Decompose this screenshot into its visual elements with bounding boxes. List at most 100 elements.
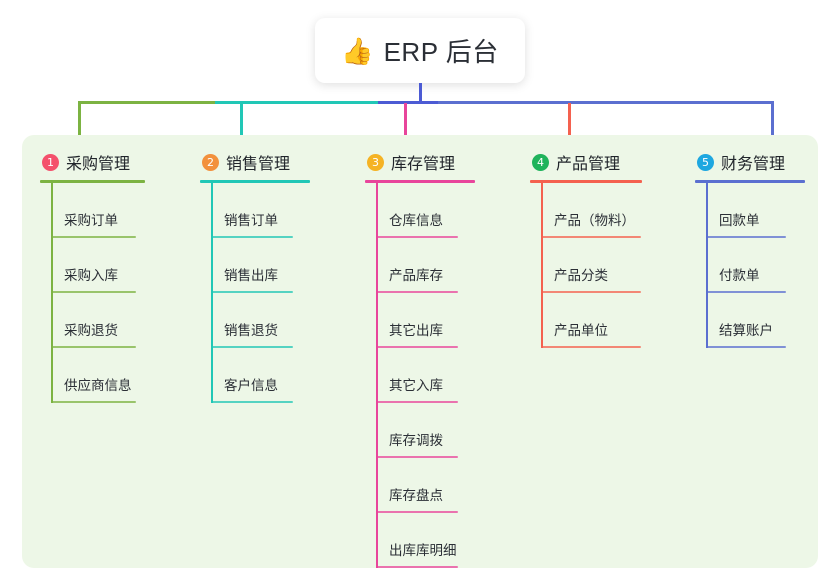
leaf-item-rule: [211, 346, 293, 348]
leaf-item-rule: [541, 236, 641, 238]
leaf-item[interactable]: 库存盘点: [365, 458, 475, 513]
leaf-item-label: 库存盘点: [389, 488, 443, 503]
leaf-item-label: 其它出库: [389, 323, 443, 338]
leaf-item[interactable]: 销售退货: [200, 293, 310, 348]
branch-column-4[interactable]: 4 产品管理产品（物料） 产品分类产品单位: [530, 148, 642, 348]
bus-segment-4: [438, 101, 774, 104]
branch-header-rule: [365, 180, 475, 183]
branch-header-rule: [695, 180, 805, 183]
branch-drop-1: [78, 103, 81, 143]
branch-badge-2: 2: [202, 153, 219, 171]
branch-title-4: 产品管理: [556, 156, 621, 173]
branch-title-3: 库存管理: [391, 156, 456, 173]
thumbs-up-icon: 👍: [341, 35, 374, 66]
leaf-item-label: 产品单位: [554, 323, 608, 338]
branch-badge-1: 1: [42, 153, 59, 171]
branch-spine: [376, 183, 378, 568]
leaf-item[interactable]: 产品（物料）: [530, 183, 642, 238]
leaf-item[interactable]: 供应商信息: [40, 348, 145, 403]
leaf-item-rule: [706, 291, 786, 293]
leaf-item-rule: [51, 401, 136, 403]
leaf-item-label: 仓库信息: [389, 213, 443, 228]
leaf-item-label: 出库库明细: [389, 543, 457, 558]
leaf-item-rule: [706, 346, 786, 348]
leaf-item-label: 销售订单: [224, 213, 278, 228]
leaf-item-rule: [541, 291, 641, 293]
leaf-item[interactable]: 其它入库: [365, 348, 475, 403]
leaf-item[interactable]: 产品分类: [530, 238, 642, 293]
leaf-item[interactable]: 结算账户: [695, 293, 805, 348]
branch-header-1[interactable]: 1 采购管理: [40, 148, 145, 176]
branch-title-2: 销售管理: [226, 156, 291, 173]
leaf-item-label: 采购退货: [64, 323, 118, 338]
branch-column-2[interactable]: 2 销售管理销售订单销售出库销售退货客户信息: [200, 148, 310, 403]
branch-header-rule: [530, 180, 642, 183]
root-node-card[interactable]: 👍 ERP 后台: [315, 18, 525, 83]
branch-header-4[interactable]: 4 产品管理: [530, 148, 642, 176]
leaf-item[interactable]: 其它出库: [365, 293, 475, 348]
branch-header-rule: [40, 180, 145, 183]
leaf-item[interactable]: 出库库明细: [365, 513, 475, 568]
branch-spine: [51, 183, 53, 403]
leaf-item-rule: [376, 291, 458, 293]
leaf-item-label: 采购入库: [64, 268, 118, 283]
branch-header-3[interactable]: 3 库存管理: [365, 148, 475, 176]
leaf-item-rule: [376, 346, 458, 348]
leaf-item-label: 付款单: [719, 268, 760, 283]
branch-spine: [706, 183, 708, 348]
leaf-item[interactable]: 采购入库: [40, 238, 145, 293]
leaf-item[interactable]: 库存调拨: [365, 403, 475, 458]
root-connector-line: [419, 83, 422, 103]
branch-item-list: 销售订单销售出库销售退货客户信息: [200, 183, 310, 403]
branch-spine: [541, 183, 543, 348]
branch-item-list: 采购订单采购入库采购退货供应商信息: [40, 183, 145, 403]
leaf-item-rule: [376, 456, 458, 458]
leaf-item[interactable]: 产品库存: [365, 238, 475, 293]
branch-item-list: 回款单付款单结算账户: [695, 183, 805, 348]
branch-badge-3: 3: [367, 153, 384, 171]
leaf-item[interactable]: 销售订单: [200, 183, 310, 238]
branch-badge-5: 5: [697, 153, 714, 171]
leaf-item[interactable]: 产品单位: [530, 293, 642, 348]
branch-drop-5: [771, 103, 774, 143]
leaf-item-label: 产品（物料）: [554, 213, 635, 228]
leaf-item-label: 销售退货: [224, 323, 278, 338]
leaf-item-rule: [376, 566, 458, 568]
leaf-item-label: 产品库存: [389, 268, 443, 283]
leaf-item-rule: [51, 291, 136, 293]
branch-column-3[interactable]: 3 库存管理仓库信息产品库存其它出库其它入库库存调拨库存盘点出库库明细: [365, 148, 475, 568]
leaf-item[interactable]: 采购退货: [40, 293, 145, 348]
leaf-item-label: 结算账户: [719, 323, 773, 338]
branches-panel: 1 采购管理采购订单采购入库采购退货供应商信息 2 销售管理销售订单销售出库销售退货客…: [22, 135, 818, 568]
branch-drop-4: [568, 103, 571, 143]
leaf-item[interactable]: 回款单: [695, 183, 805, 238]
leaf-item[interactable]: 销售出库: [200, 238, 310, 293]
leaf-item-rule: [376, 511, 458, 513]
leaf-item-rule: [51, 236, 136, 238]
leaf-item-label: 回款单: [719, 213, 760, 228]
leaf-item-rule: [376, 401, 458, 403]
leaf-item-label: 销售出库: [224, 268, 278, 283]
leaf-item-label: 采购订单: [64, 213, 118, 228]
branch-spine: [211, 183, 213, 403]
branch-column-1[interactable]: 1 采购管理采购订单采购入库采购退货供应商信息: [40, 148, 145, 403]
leaf-item-rule: [211, 401, 293, 403]
leaf-item[interactable]: 客户信息: [200, 348, 310, 403]
branch-header-2[interactable]: 2 销售管理: [200, 148, 310, 176]
leaf-item-rule: [541, 346, 641, 348]
leaf-item[interactable]: 仓库信息: [365, 183, 475, 238]
branch-drop-2: [240, 103, 243, 143]
branch-title-1: 采购管理: [66, 156, 131, 173]
leaf-item[interactable]: 采购订单: [40, 183, 145, 238]
branch-header-rule: [200, 180, 310, 183]
leaf-item-rule: [211, 236, 293, 238]
leaf-item-rule: [51, 346, 136, 348]
leaf-item-rule: [706, 236, 786, 238]
branch-badge-4: 4: [532, 153, 549, 171]
leaf-item[interactable]: 付款单: [695, 238, 805, 293]
leaf-item-label: 产品分类: [554, 268, 608, 283]
leaf-item-label: 供应商信息: [64, 378, 132, 393]
leaf-item-rule: [211, 291, 293, 293]
